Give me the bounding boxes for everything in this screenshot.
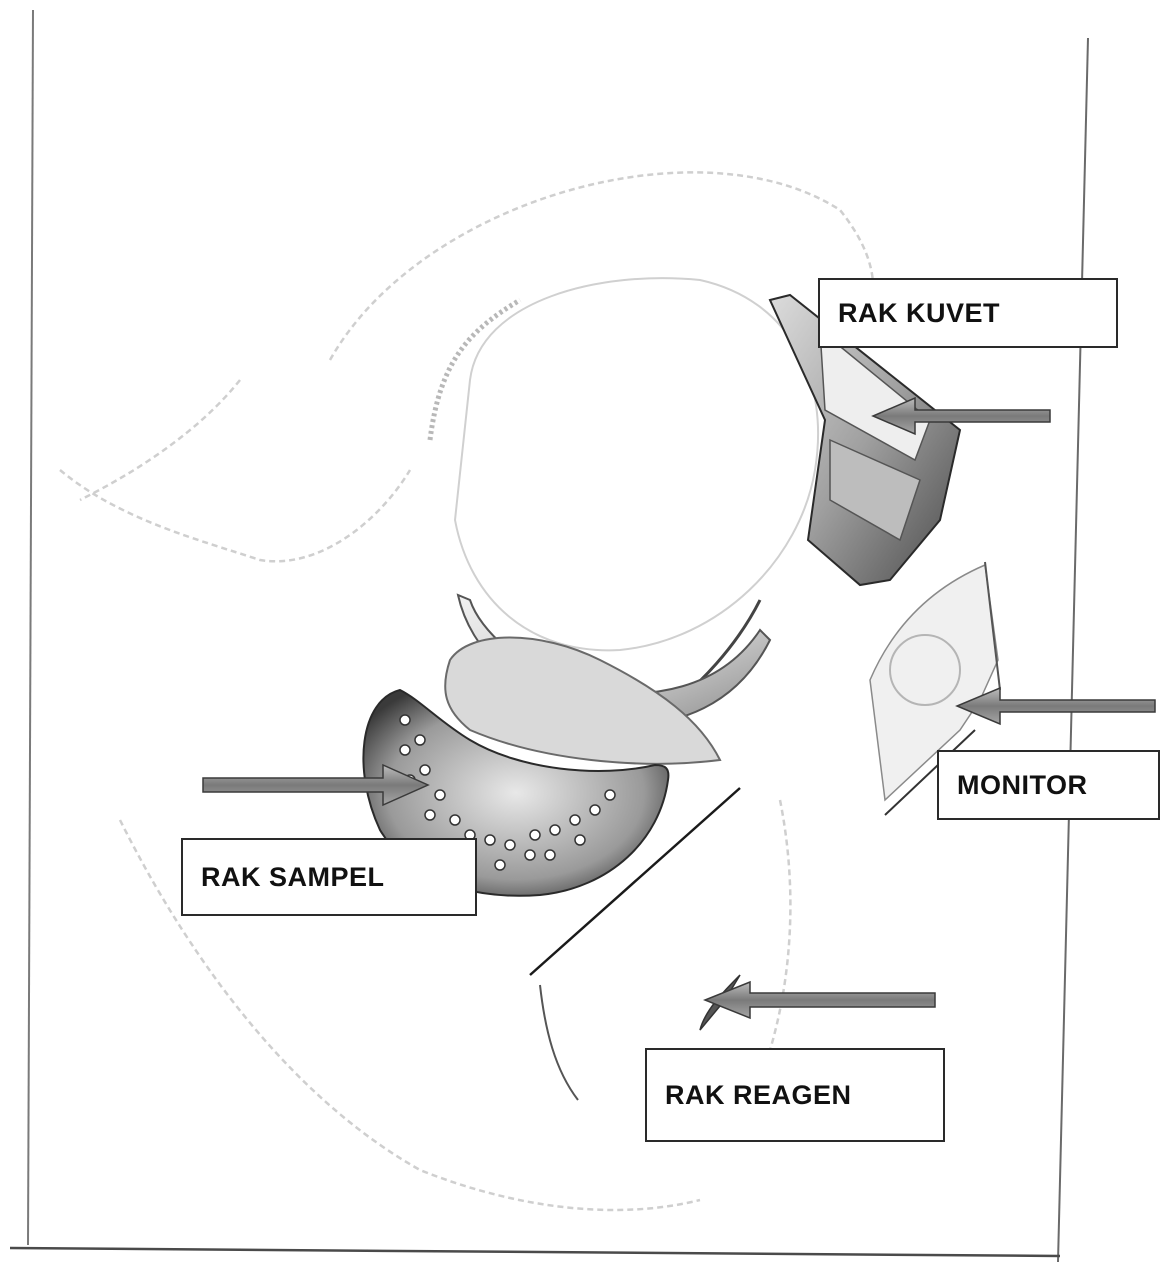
label-rak-sampel: RAK SAMPEL [181,838,477,916]
arrow-monitor [957,688,1155,724]
arrow-rak-sampel [203,765,428,805]
arrow-rak-reagen [705,982,935,1018]
label-rak-kuvet: RAK KUVET [818,278,1118,348]
label-rak-reagen: RAK REAGEN [645,1048,945,1142]
label-monitor: MONITOR [937,750,1160,820]
